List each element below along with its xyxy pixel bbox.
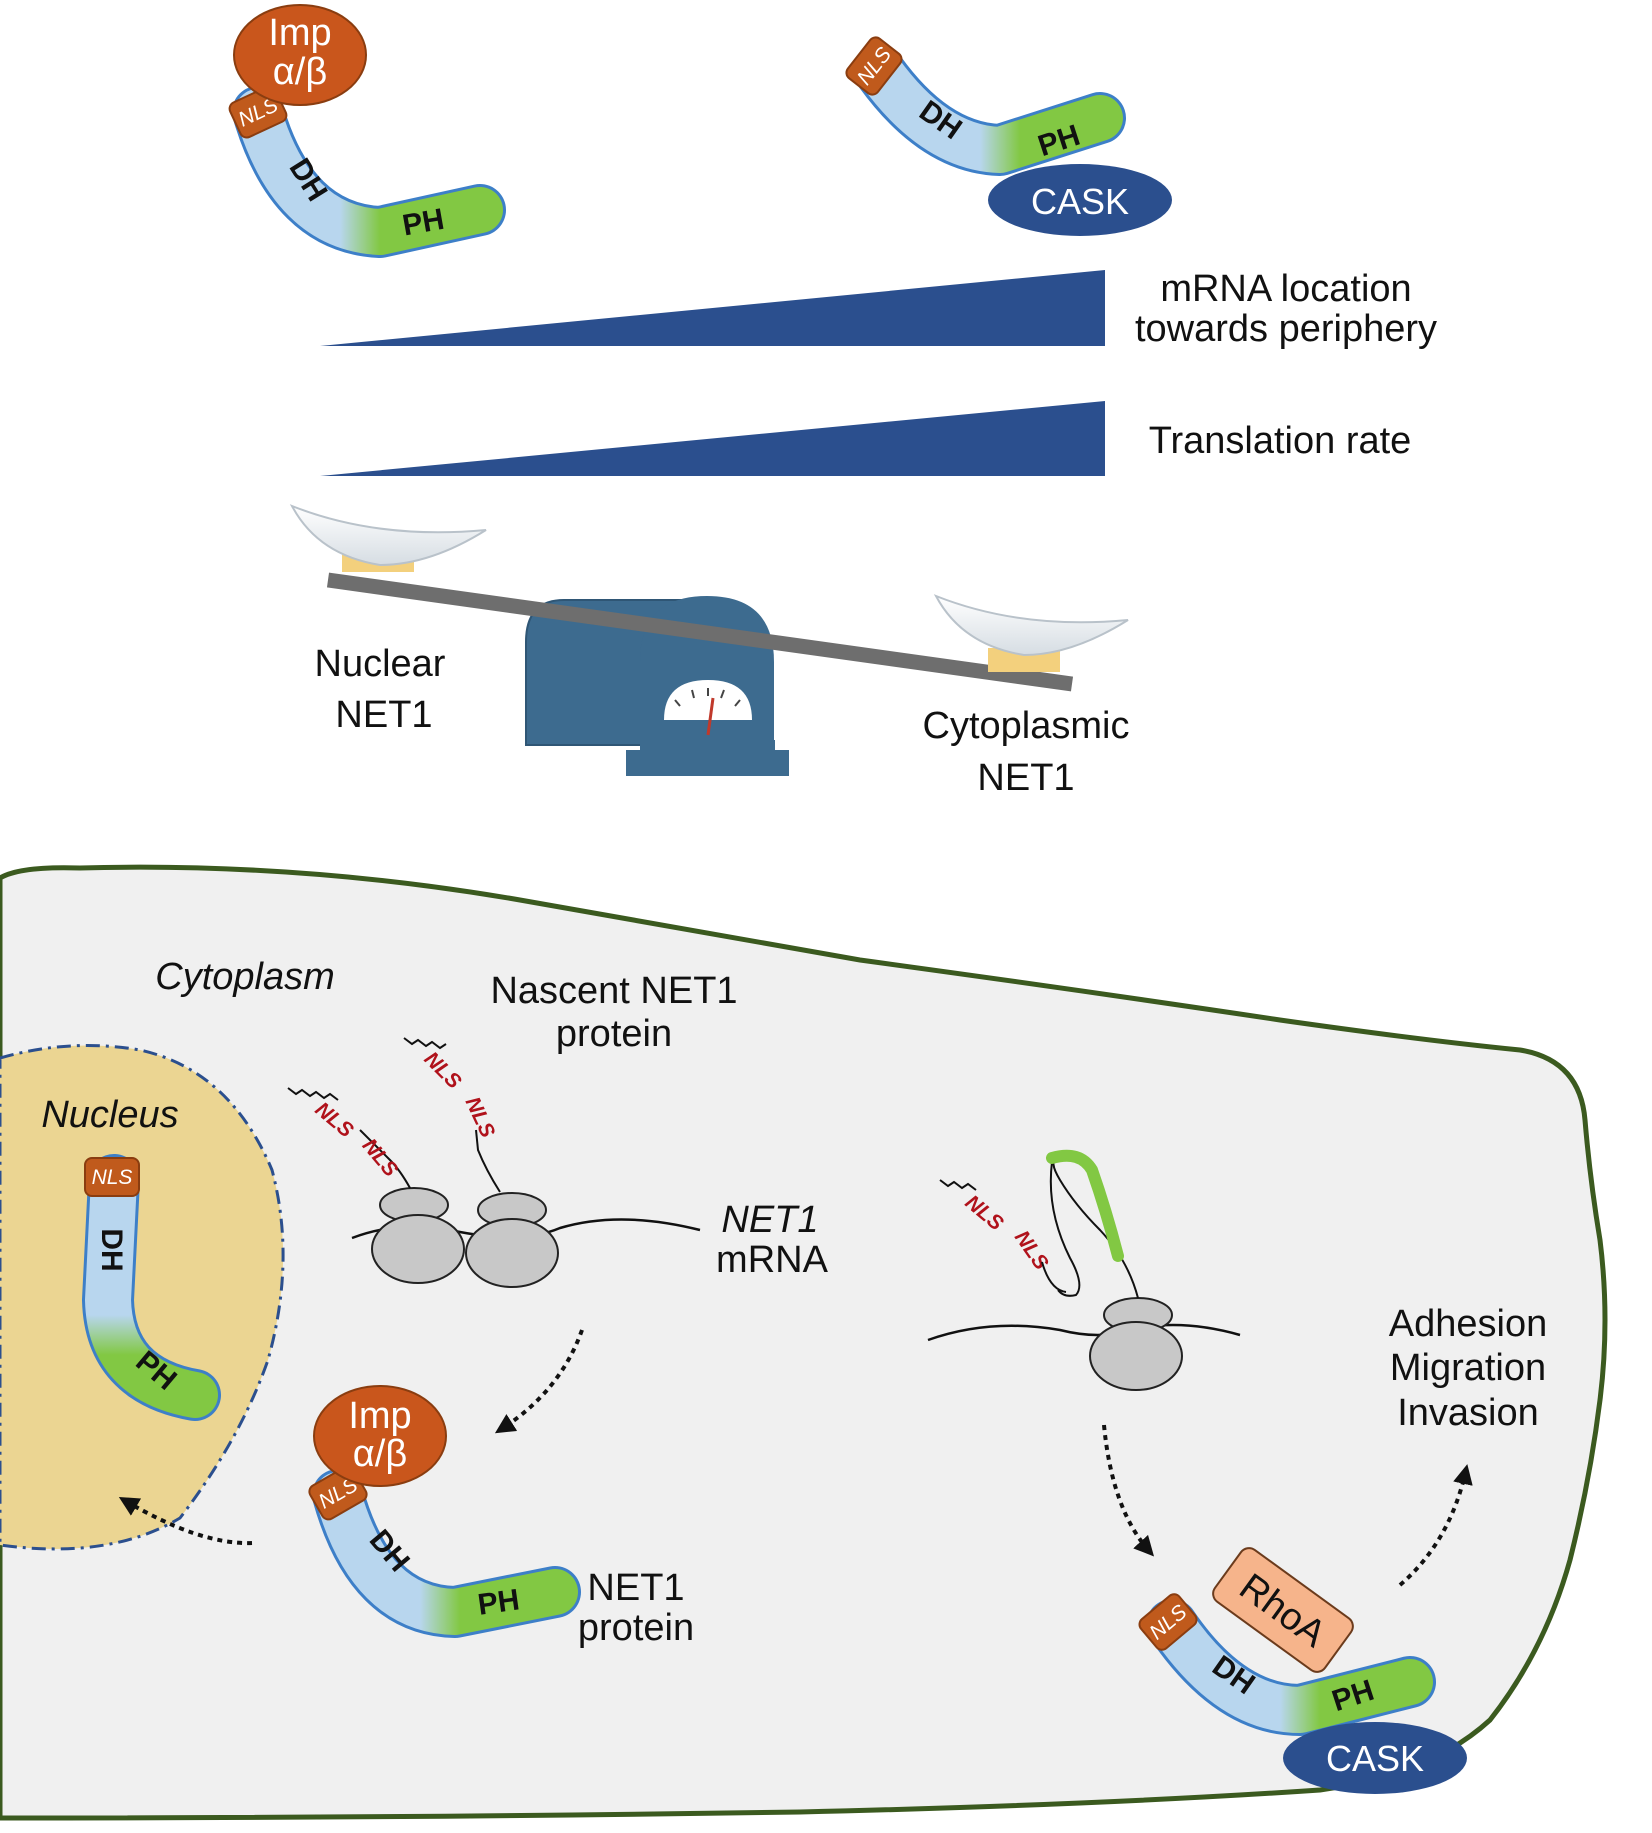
right-polysome: NLS NLS <box>927 1149 1241 1391</box>
top-cask-bound-net1: NLS DH PH CASK <box>845 36 1172 236</box>
net1-mrna-label-2: mRNA <box>716 1239 829 1281</box>
balance-scale-icon <box>289 504 1129 776</box>
net1-protein-label-2: protein <box>578 1607 694 1649</box>
svg-text:α/β: α/β <box>353 1433 407 1475</box>
ribosome-icon <box>1089 1297 1183 1391</box>
outcome-migration: Migration <box>1390 1347 1546 1389</box>
svg-text:CASK: CASK <box>1326 1738 1424 1779</box>
cytoplasmic-net1-label: Cytoplasmic <box>923 705 1130 747</box>
mrna-location-label: mRNA location <box>1160 268 1411 310</box>
cytoplasmic-net1-label-2: NET1 <box>977 757 1074 799</box>
translation-rate-wedge <box>320 401 1105 476</box>
svg-text:Imp: Imp <box>268 12 331 54</box>
net1-protein-label: NET1 <box>587 1567 684 1609</box>
nuclear-net1-protein: NLS DH PH <box>82 1154 221 1421</box>
cytoplasm-label: Cytoplasm <box>155 956 335 998</box>
ribosome-icon <box>465 1192 559 1288</box>
arrow-to-importin <box>494 1329 584 1434</box>
mrna-location-label-2: towards periphery <box>1135 308 1437 350</box>
nuclear-net1-label-2: NET1 <box>335 694 432 736</box>
nucleus-region <box>0 1044 285 1551</box>
dh-label: DH <box>95 1228 128 1271</box>
net1-mrna-label: NET1 <box>721 1199 818 1241</box>
outcome-adhesion: Adhesion <box>1389 1303 1547 1345</box>
nucleus-label: Nucleus <box>41 1094 178 1136</box>
top-importin-bound-net1: NLS DH PH Imp α/β <box>228 4 506 258</box>
ph-label: PH <box>400 203 447 243</box>
outcome-invasion: Invasion <box>1397 1392 1539 1434</box>
svg-text:α/β: α/β <box>273 51 327 93</box>
nuclear-net1-label: Nuclear <box>315 643 446 685</box>
translation-rate-label: Translation rate <box>1149 420 1412 462</box>
arrow-to-nucleus <box>118 1496 253 1546</box>
ph-label: PH <box>476 1583 522 1621</box>
arrow-to-rhoa-complex <box>1102 1424 1155 1557</box>
rhoa-cask-bound-net1: NLS DH PH RhoA CASK <box>1138 1547 1467 1794</box>
svg-text:CASK: CASK <box>1031 181 1129 222</box>
nascent-net1-label-2: protein <box>556 1013 672 1055</box>
mrna-location-wedge <box>320 270 1105 346</box>
importin-ab: Imp α/β <box>233 4 367 106</box>
cask-ellipse: CASK <box>1283 1722 1467 1794</box>
arrow-to-outcomes <box>1398 1464 1473 1587</box>
nascent-net1-label: Nascent NET1 <box>490 970 737 1012</box>
importin-ab: Imp α/β <box>313 1385 447 1487</box>
svg-text:NLS: NLS <box>92 1166 133 1189</box>
cask-ellipse: CASK <box>988 164 1172 236</box>
svg-text:Imp: Imp <box>348 1395 411 1437</box>
nls-box: NLS <box>84 1157 140 1197</box>
cytoplasmic-importin-bound-net1: NLS DH PH Imp α/β <box>308 1385 581 1638</box>
ribosome-icon <box>371 1187 465 1284</box>
